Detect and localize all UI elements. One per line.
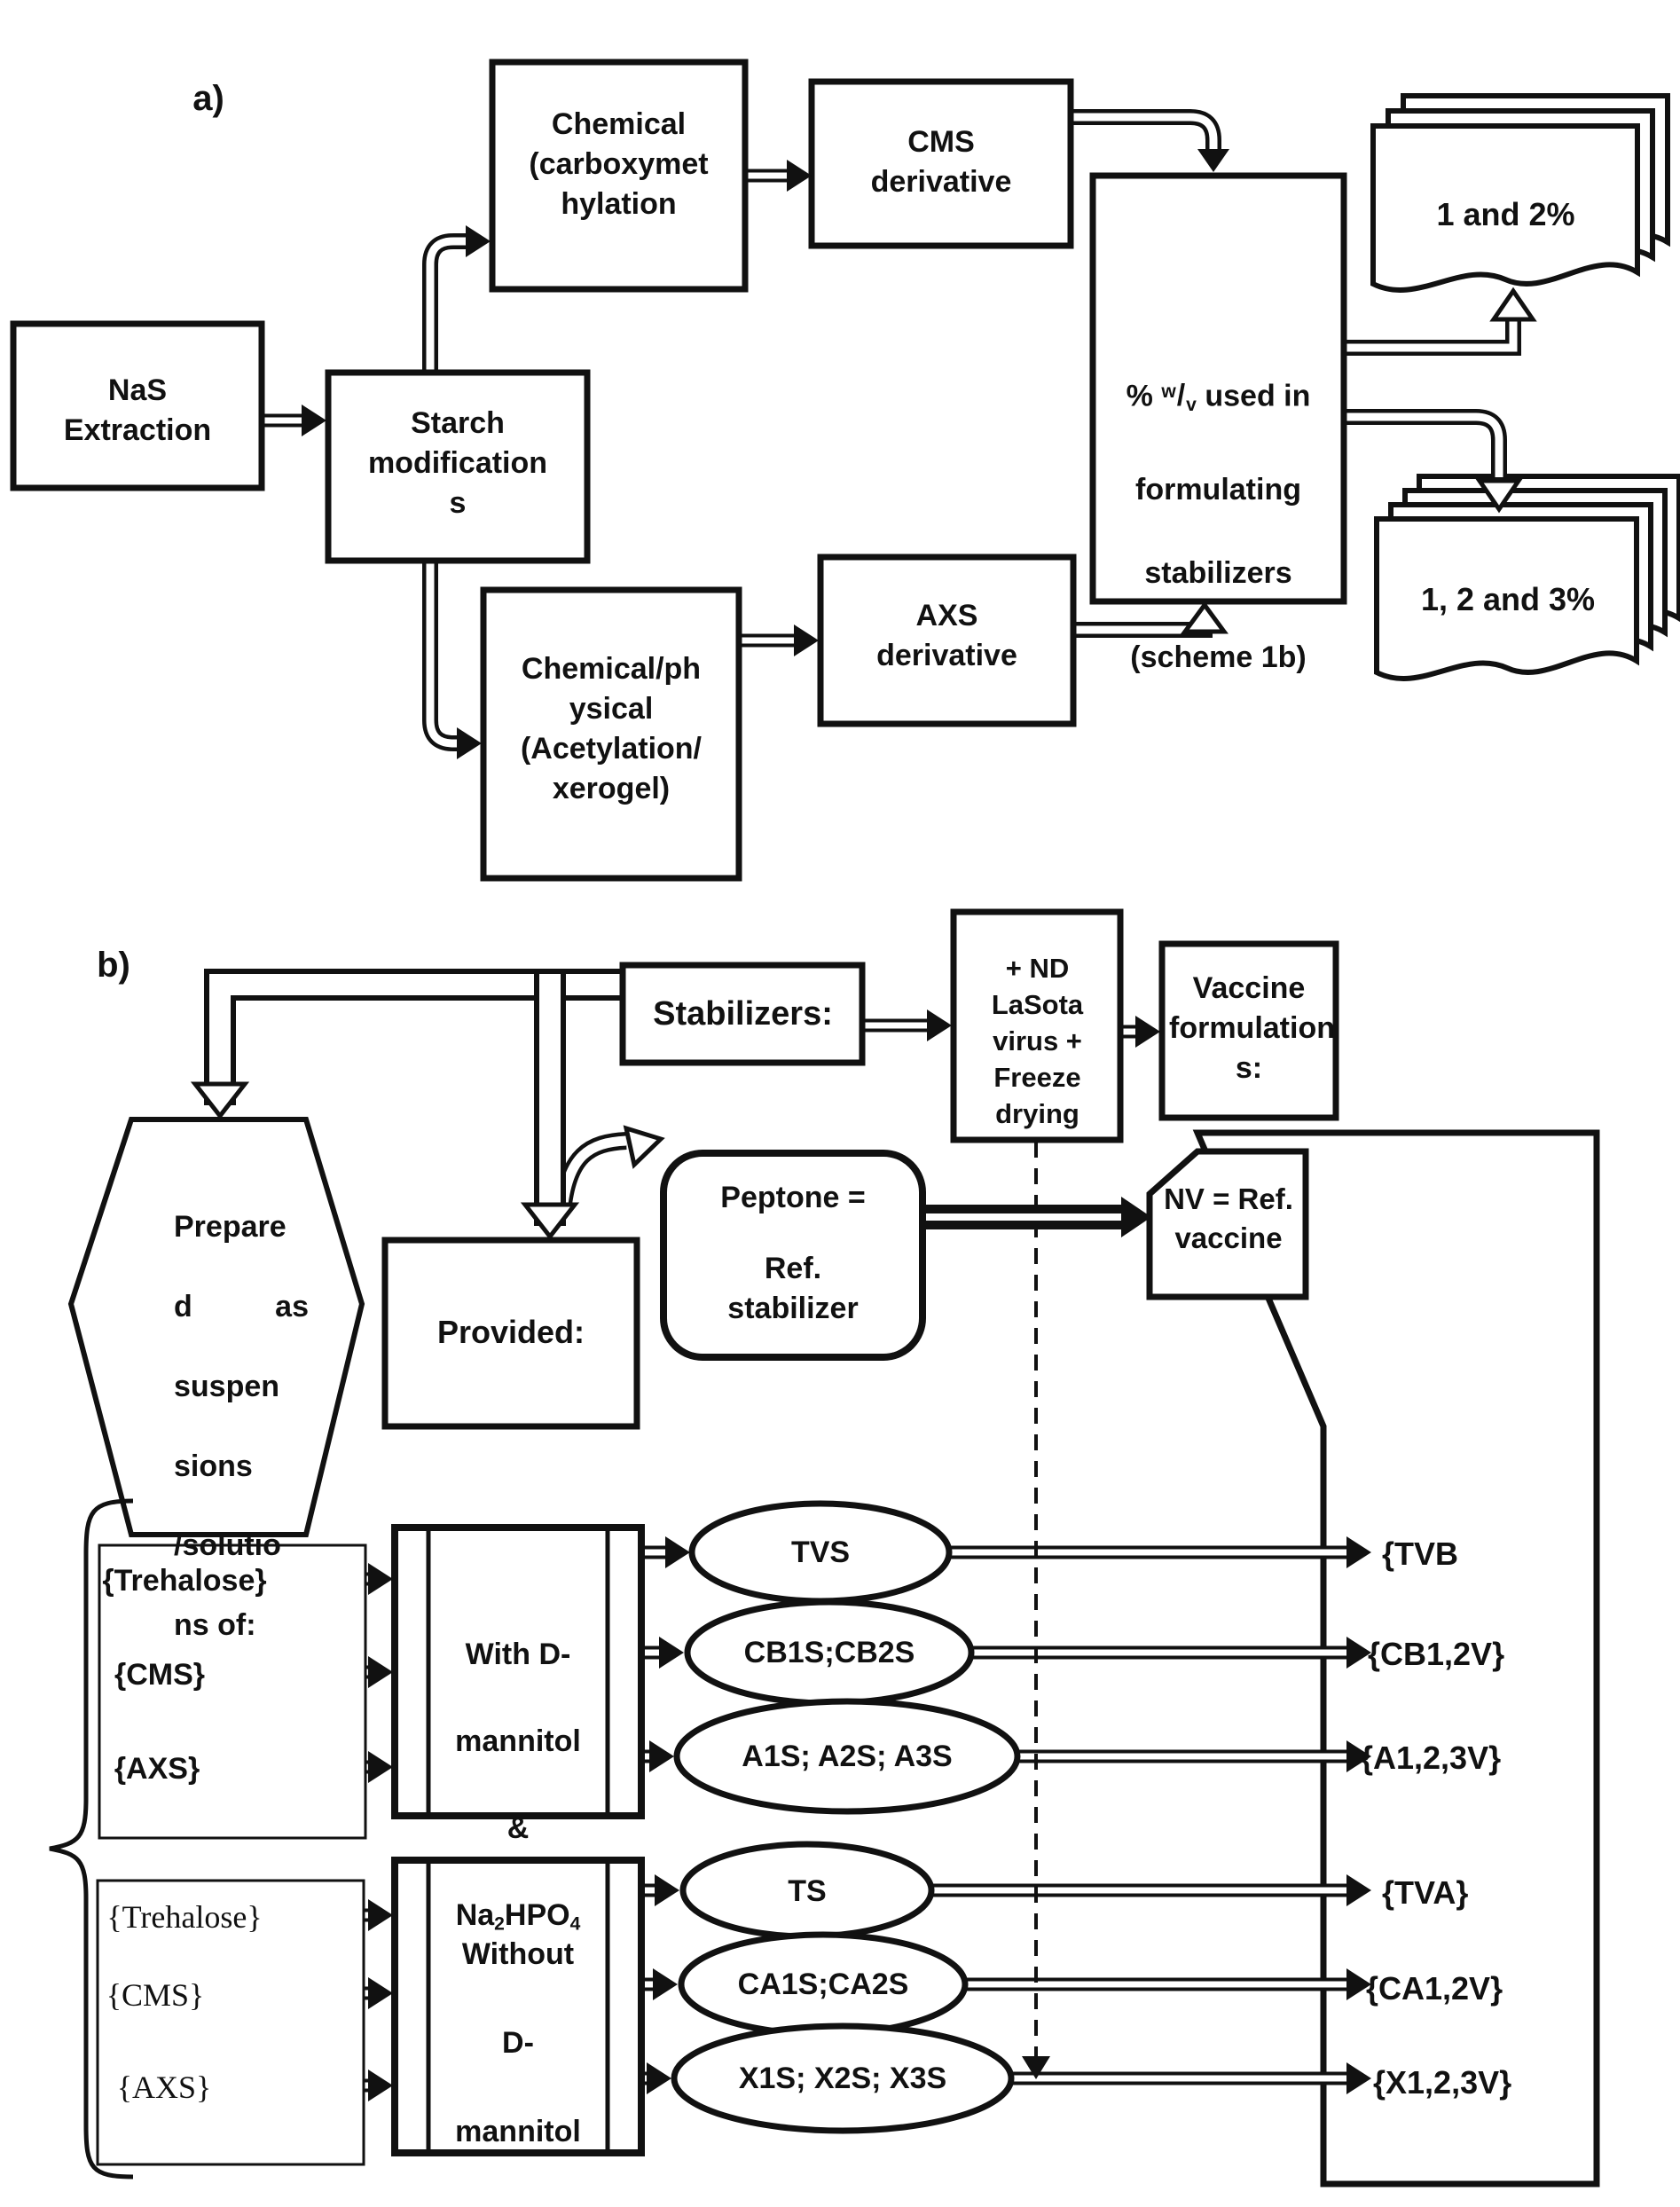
provided-label: Provided: <box>436 1314 585 1350</box>
hexagon-line-3: suspen <box>174 1369 280 1403</box>
chemical-carboxymethylation-box <box>489 59 749 293</box>
x1s-x2s-x3s-ellipse <box>671 2022 1015 2134</box>
groups-brace <box>49 1498 134 2180</box>
tvs-label: TVS <box>790 1535 851 1569</box>
without-line-1: Without <box>461 1937 575 1971</box>
prepared-hexagon <box>67 1117 365 1537</box>
percent-wv-box <box>1089 172 1347 605</box>
chemical-physical-label: Chemical/ph ysical (Acetylation/ xerogel… <box>520 652 703 805</box>
percent-wv-line4: (scheme 1b) <box>1130 640 1307 675</box>
pages-1-2-and-3pct-label: 1, 2 and 3% <box>1420 581 1596 617</box>
percent-wv-label: % w/v used in formulating stabilizers (s… <box>1100 330 1337 719</box>
peptone-box <box>660 1150 926 1361</box>
nd-lasota-box <box>950 908 1124 1143</box>
panel-b-label: b) <box>97 946 130 985</box>
chemical-carboxymethylation-label: Chemical (carboxymet hylation <box>529 107 709 221</box>
nd-lasota-label: + ND LaSota virus + Freeze drying <box>991 953 1084 1129</box>
x123v-label: {X1,2,3V} <box>1373 2064 1512 2101</box>
with-line-1: With D- <box>465 1638 571 1671</box>
group2-cms-label: {CMS} <box>106 1977 205 2013</box>
arrow-heads <box>190 149 1537 2101</box>
peptone-label-rest: Ref. stabilizer <box>727 1252 859 1325</box>
without-dmannitol-box <box>391 1857 645 2156</box>
chemical-physical-box <box>480 586 742 882</box>
a1s-a2s-a3s-ellipse <box>673 1698 1021 1815</box>
group1-input-frame <box>98 1543 367 1840</box>
ca12v-label: {CA1,2V} <box>1366 1970 1503 2007</box>
hexagon-line-1: Prepare <box>174 1209 287 1244</box>
without-dmannitol-label: Without D- mannitol & Na2HPO4 <box>433 1888 603 2207</box>
nv-ref-vaccine-box <box>1146 1148 1309 1300</box>
vaccine-formulations-box <box>1158 940 1339 1121</box>
stabilizers-box <box>619 962 866 1066</box>
starch-modifications-label: Starch modification s <box>367 406 548 520</box>
vaccine-formulations-container <box>1192 1129 1600 2187</box>
tvb-label: {TVB <box>1382 1535 1459 1572</box>
group1-axs-label: {AXS} <box>114 1752 200 1786</box>
percent-wv-line2: formulating <box>1135 472 1301 507</box>
with-line-3: & <box>506 1811 530 1845</box>
panel-a-label: a) <box>192 79 224 118</box>
prepared-hexagon-label: Prepare d as suspen sions /solutio ns of… <box>174 1167 309 1685</box>
pages-1-and-2pct <box>1370 93 1670 293</box>
a1s-a2s-a3s-label: A1S; A2S; A3S <box>742 1740 953 1773</box>
with-dmannitol-label: With D- mannitol & Na2HPO4 <box>433 1590 603 1989</box>
hexagon-line-5: /solutio <box>174 1528 281 1563</box>
starch-modifications-box <box>325 369 591 564</box>
pages-1-2-and-3pct <box>1374 474 1680 681</box>
hexagon-line-6: ns of: <box>174 1608 256 1643</box>
group2-input-frame <box>96 1879 365 2166</box>
cb12v-label: {CB1,2V} <box>1368 1636 1505 1672</box>
stabilizers-label: Stabilizers: <box>653 995 833 1033</box>
hexagon-line-2: d as <box>174 1289 309 1323</box>
with-dmannitol-box <box>391 1524 645 1819</box>
peptone-label-line1: Peptone = <box>720 1181 866 1214</box>
percent-wv-line1: % w/v used in <box>1126 379 1311 415</box>
nv-ref-vaccine-label: NV = Ref. vaccine <box>1164 1182 1293 1254</box>
cms-derivative-box <box>808 78 1074 249</box>
a123v-label: {A1,2,3V} <box>1361 1740 1502 1776</box>
hexagon-line-4: sions <box>174 1449 253 1483</box>
cb1s-cb2s-label: CB1S;CB2S <box>743 1636 915 1669</box>
pages-1-and-2pct-label: 1 and 2% <box>1436 196 1575 232</box>
ts-label: TS <box>788 1874 827 1908</box>
with-formula: Na2HPO4 <box>455 1898 581 1935</box>
ca1s-ca2s-label: CA1S;CA2S <box>737 1967 909 2001</box>
cms-derivative-label: CMS derivative <box>870 125 1012 199</box>
group2-trehalose-label: {Trehalose} <box>106 1899 263 1935</box>
with-line-2: mannitol <box>455 1724 581 1758</box>
without-line-2: D- <box>502 2026 534 2060</box>
axs-derivative-box <box>817 554 1077 727</box>
axs-derivative-label: AXS derivative <box>876 599 1017 672</box>
without-line-3: mannitol <box>455 2115 581 2148</box>
group1-cms-label: {CMS} <box>114 1658 206 1692</box>
group2-axs-label: {AXS} <box>116 2070 212 2105</box>
x1s-x2s-x3s-label: X1S; X2S; X3S <box>738 2062 947 2095</box>
without-line-4: & <box>433 2198 603 2207</box>
nas-extraction-label: NaS Extraction <box>63 373 212 447</box>
provided-box <box>381 1237 640 1430</box>
group1-trehalose-label: {Trehalose} <box>102 1564 267 1598</box>
vaccine-formulations-label: Vaccine formulation s: <box>1169 971 1335 1085</box>
percent-wv-line3: stabilizers <box>1144 556 1292 591</box>
tva-label: {TVA} <box>1382 1874 1469 1911</box>
nas-extraction-box <box>10 320 265 491</box>
